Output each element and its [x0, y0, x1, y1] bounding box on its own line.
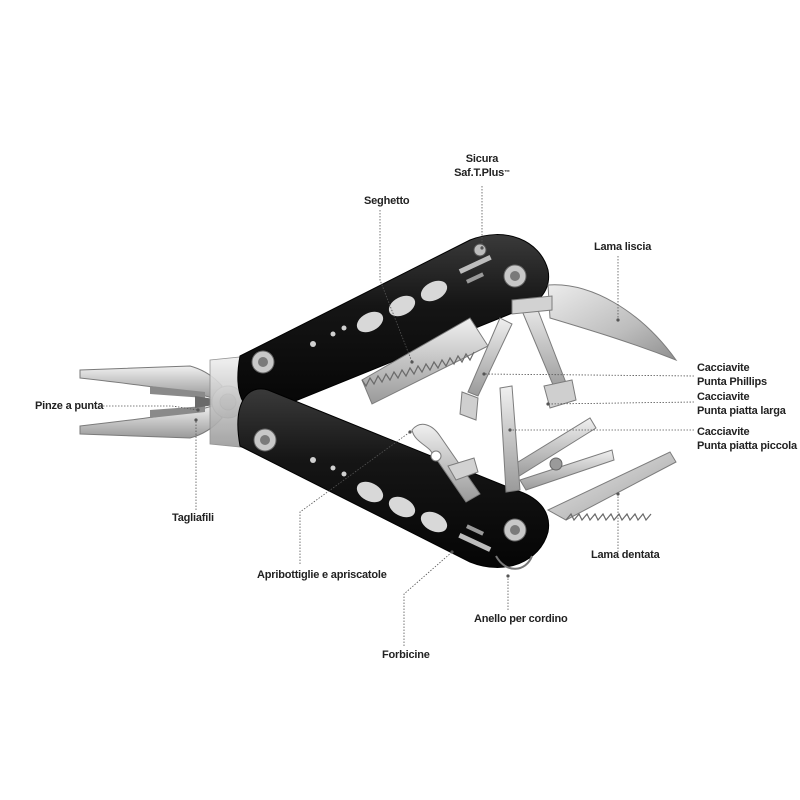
label-anello-per-cordino: Anello per cordino [474, 613, 568, 625]
leader-apribottiglie [299, 431, 411, 564]
label-piatta-piccola-line2: Punta piatta piccola [697, 440, 797, 452]
leader-pinze [100, 405, 199, 411]
leader-piatta-larga [547, 401, 695, 405]
label-phillips-line1: Cacciavite [697, 362, 750, 374]
label-sicura-line2: Saf.T.Plus™ [452, 166, 512, 180]
leader-forbicine [403, 551, 453, 646]
leader-endpoints [194, 246, 620, 578]
label-lama-dentata: Lama dentata [591, 549, 660, 561]
lower-tools [411, 385, 677, 570]
label-sicura-name: Saf.T.Plus [454, 167, 505, 179]
label-cacciavite-phillips: Cacciavite Punta Phillips [697, 361, 767, 389]
label-lama-liscia: Lama liscia [594, 241, 652, 253]
upper-tools [361, 284, 678, 421]
label-phillips-line2: Punta Phillips [697, 376, 767, 388]
label-pinze-a-punta: Pinze a punta [35, 400, 104, 412]
upper-handle [237, 234, 550, 414]
pliers-jaws [79, 355, 251, 449]
label-cacciavite-piatta-larga: Cacciavite Punta piatta larga [697, 390, 786, 418]
label-piatta-piccola-line1: Cacciavite [697, 426, 750, 438]
label-seghetto: Seghetto [364, 195, 410, 207]
label-piatta-larga-line1: Cacciavite [697, 391, 750, 403]
lower-handle [237, 388, 550, 568]
label-sicura-line1: Sicura [465, 153, 499, 165]
leader-phillips [483, 373, 695, 377]
label-sicura: Sicura Saf.T.Plus™ [452, 152, 512, 180]
leader-seghetto [379, 210, 413, 363]
trademark-symbol: ™ [504, 170, 510, 176]
label-cacciavite-piatta-piccola: Cacciavite Punta piatta piccola [697, 425, 797, 453]
label-forbicine: Forbicine [382, 649, 430, 661]
label-tagliafili: Tagliafili [172, 512, 214, 524]
leader-lines [100, 186, 695, 646]
label-apribottiglie: Apribottiglie e apriscatole [257, 569, 387, 581]
label-piatta-larga-line2: Punta piatta larga [697, 405, 786, 417]
